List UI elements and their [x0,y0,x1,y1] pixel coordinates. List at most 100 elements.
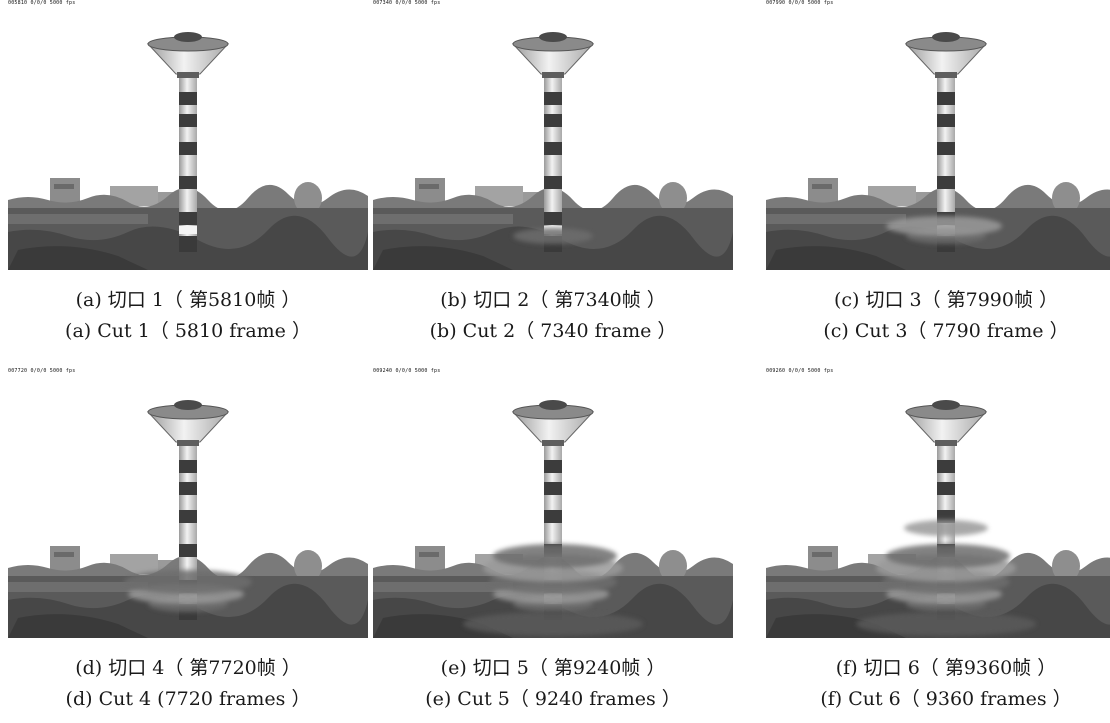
building [50,178,80,206]
building-window [812,552,832,557]
building-window [812,184,832,189]
tower-band [179,482,197,495]
wall [766,214,906,224]
frame-panel-e: 009240 0/0/0 5000 fps (e) 切口 5（ 第9240帧 ）… [373,368,733,723]
caption-en: (b) Cut 2（ 7340 frame ） [429,320,677,342]
tower-band [544,114,562,127]
dust-cloud [886,544,1010,568]
tank-roof [539,32,567,42]
tank-roof [932,32,960,42]
wall [8,582,148,592]
tower-band [937,460,955,473]
foreground-mound [373,614,513,638]
frame-photo [373,0,733,270]
caption-zh: (b) 切口 2（ 第7340帧 ） [440,289,666,311]
caption-zh: (f) 切口 6（ 第9360帧 ） [835,657,1057,679]
frame-panel-f: 009260 0/0/0 5000 fps (f) 切口 6（ 第9360帧 ）… [766,368,1110,723]
frame-photo [766,368,1110,638]
tower-band [544,176,562,189]
tower-band [544,510,562,523]
tree [1052,550,1080,582]
building [415,178,445,206]
building-window [54,184,74,189]
caption-en: (e) Cut 5（ 9240 frames ） [425,688,681,710]
caption-en: (a) Cut 1（ 5810 frame ） [65,320,311,342]
tower-band-light [179,226,197,234]
tank-collar [935,440,957,446]
caption-en: (d) Cut 4 (7720 frames ） [65,688,311,710]
frame-photo [766,0,1110,270]
building-window [419,552,439,557]
frame-photo [8,368,368,638]
tank-roof [174,32,202,42]
frame-panel-c: 007990 0/0/0 5000 fps (c) 切口 3（ 第7990帧 ）… [766,0,1110,355]
tower-band [179,544,197,557]
wall [766,582,906,592]
dust-cloud [886,216,1002,236]
caption-zh: (e) 切口 5（ 第9240帧 ） [440,657,666,679]
tree [294,182,322,214]
frame-photo [8,0,368,270]
building [50,546,80,574]
wall [373,582,513,592]
dust-ground [463,612,643,636]
foreground-mound [373,246,513,270]
tower-band [937,142,955,155]
tank-collar [177,72,199,78]
tower-band [179,212,197,225]
tower-band [544,460,562,473]
foreground-mound [8,246,148,270]
caption-en: (f) Cut 6（ 9360 frames ） [820,688,1072,710]
tank-roof [174,400,202,410]
tower-band [179,142,197,155]
dust-cloud [904,520,988,536]
tank-collar [542,440,564,446]
caption-zh: (a) 切口 1（ 第5810帧 ） [75,289,301,311]
tree [659,182,687,214]
tower-band [937,510,955,523]
tower-band [544,142,562,155]
frame-panel-d: 007720 0/0/0 5000 fps (d) 切口 4（ 第7720帧 ）… [8,368,368,723]
building [808,178,838,206]
caption-zh: (c) 切口 3（ 第7990帧 ） [833,289,1059,311]
frame-stamp: 005810 0/0/0 5000 fps [8,0,76,6]
tower-band [937,482,955,495]
tank-collar [542,72,564,78]
frame-stamp: 007990 0/0/0 5000 fps [766,0,834,6]
dust-cloud [124,570,252,594]
tower-base [179,236,197,252]
frame-stamp: 009260 0/0/0 5000 fps [766,368,834,374]
tank-roof [932,400,960,410]
frame-panel-b: 007340 0/0/0 5000 fps (b) 切口 2（ 第7340帧 ）… [373,0,733,355]
caption-zh: (d) 切口 4（ 第7720帧 ） [75,657,301,679]
dust-ground [856,612,1036,636]
frame-stamp: 007720 0/0/0 5000 fps [8,368,76,374]
tree [659,550,687,582]
tower-band [937,176,955,189]
tower-band [937,92,955,105]
tree [294,550,322,582]
wall [373,214,513,224]
building-window [419,184,439,189]
frame-panel-a: 005810 0/0/0 5000 fps (a) 切口 1（ 第5810帧 ）… [8,0,368,355]
building [808,546,838,574]
tower-band [937,114,955,127]
dust-cloud [493,544,617,568]
building [415,546,445,574]
frame-stamp: 009240 0/0/0 5000 fps [373,368,441,374]
tree [1052,182,1080,214]
tower-band [179,460,197,473]
frame-stamp: 007340 0/0/0 5000 fps [373,0,441,6]
wall [8,214,148,224]
caption-en: (c) Cut 3（ 7790 frame ） [823,320,1069,342]
tower-band [179,114,197,127]
tower-band [179,176,197,189]
tower-band [544,212,562,225]
foreground-mound [8,614,148,638]
tower-band [179,510,197,523]
tower-band [544,92,562,105]
tank-roof [539,400,567,410]
foreground-mound [766,614,906,638]
dust-cloud [513,228,593,244]
foreground-mound [766,246,906,270]
